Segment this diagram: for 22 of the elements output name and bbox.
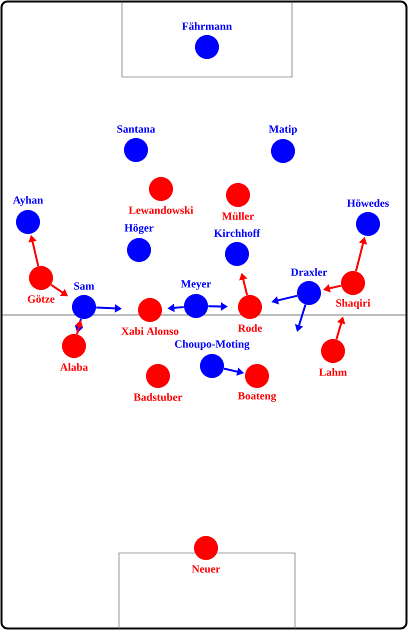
- player-name: Höger: [124, 224, 154, 234]
- player-name: Fährmann: [182, 22, 232, 30]
- player-name: Rode: [238, 324, 262, 332]
- player-name: Boateng: [238, 392, 276, 402]
- player-name: Sam: [74, 282, 94, 290]
- player-name: Ayhan: [12, 196, 43, 206]
- player-name: Badstuber: [134, 393, 182, 401]
- player-name: Neuer: [192, 565, 220, 573]
- player-name: Choupo-Moting: [174, 340, 250, 350]
- player-name: Matip: [268, 125, 297, 135]
- player-name: Alaba: [60, 363, 88, 371]
- player-name: Müller: [222, 212, 254, 220]
- player-name: Lewandowski: [128, 206, 194, 214]
- player-name: Kirchhoff: [214, 229, 260, 237]
- player-name: Draxler: [290, 268, 328, 276]
- player-name: Shaqiri: [336, 299, 370, 309]
- player-name: Meyer: [180, 280, 212, 290]
- player-name: Götze: [28, 295, 54, 303]
- player-name: Santana: [117, 125, 156, 133]
- player-name: Xabi Alonso: [121, 327, 178, 335]
- player-name: Lahm: [319, 368, 347, 376]
- player-name: Höwedes: [347, 199, 389, 207]
